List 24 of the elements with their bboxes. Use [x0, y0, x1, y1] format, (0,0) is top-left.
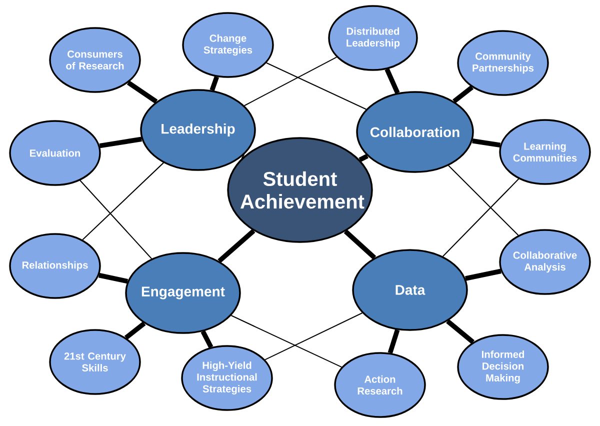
- connector-line: [446, 319, 475, 344]
- connector-line: [358, 154, 368, 162]
- connector-line: [384, 68, 400, 94]
- connector-line: [266, 62, 366, 110]
- connector-line: [200, 330, 214, 348]
- connector-line: [465, 268, 502, 281]
- connector-line: [210, 76, 220, 92]
- connector-line: [244, 56, 337, 106]
- connector-line: [448, 165, 519, 236]
- connector-line: [82, 162, 164, 240]
- connector-line: [80, 180, 152, 260]
- connector-line: [442, 178, 520, 257]
- connector-line: [452, 85, 474, 104]
- connector-line: [126, 80, 158, 104]
- connector-line: [388, 329, 400, 354]
- connector-line: [98, 272, 128, 284]
- connector-line: [344, 230, 376, 260]
- connector-line: [241, 154, 245, 159]
- connector-line: [99, 136, 142, 148]
- connector-line: [231, 315, 342, 368]
- connector-line: [472, 138, 501, 148]
- connector-line: [124, 321, 146, 340]
- connector-line: [218, 229, 256, 263]
- connector-line: [264, 312, 362, 360]
